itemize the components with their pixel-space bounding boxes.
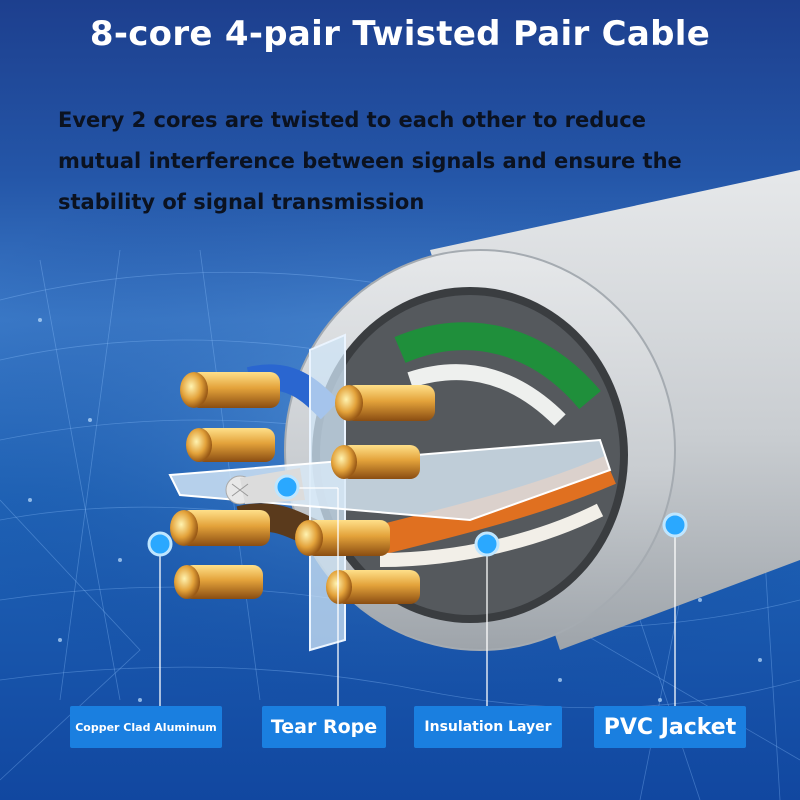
tear-rope-pointer-dot <box>274 474 300 500</box>
green-white-wire <box>407 364 566 426</box>
pvc-jacket-label: PVC Jacket <box>594 706 746 748</box>
insulation-layer-label: Insulation Layer <box>414 706 562 748</box>
green-pair <box>394 322 601 410</box>
insulation-pointer-dot <box>474 531 500 557</box>
description: Every 2 cores are twisted to each other … <box>58 100 748 223</box>
copper-conductors <box>170 372 435 604</box>
page-title: 8-core 4-pair Twisted Pair Cable <box>89 14 711 54</box>
description-line-1: Every 2 cores are twisted to each other … <box>58 108 646 132</box>
pointer-dots <box>147 474 688 557</box>
copper-pointer-dot <box>147 531 173 557</box>
copper-clad-aluminum-label: Copper Clad Aluminum <box>70 706 222 748</box>
jacket-pointer-dot <box>662 512 688 538</box>
tear-rope-label: Tear Rope <box>262 706 386 748</box>
description-line-2: mutual interference between signals and … <box>58 149 682 173</box>
description-line-3: stability of signal transmission <box>58 190 425 214</box>
